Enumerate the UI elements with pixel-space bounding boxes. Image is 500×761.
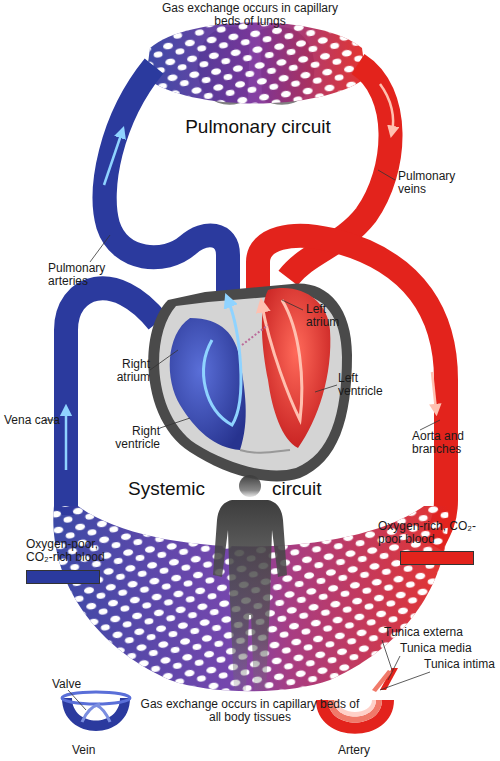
- flow-arrow: [104, 132, 122, 185]
- part-label: Artery: [338, 744, 398, 757]
- part-label: Systemic: [128, 478, 228, 500]
- part-label: Left atrium: [306, 303, 356, 329]
- aorta: [258, 236, 446, 545]
- part-label: Tunica media: [400, 642, 490, 655]
- part-label: Gas exchange occurs in capillary beds of…: [140, 698, 360, 724]
- part-label: Tunica externa: [384, 626, 484, 639]
- part-label: Pulmonary veins: [398, 170, 468, 196]
- vein-section: [62, 690, 130, 731]
- flow-arrow: [432, 372, 436, 410]
- legend-text: Oxygen-rich, CO₂-poor blood: [378, 520, 498, 546]
- part-label: Tunica intima: [424, 658, 500, 671]
- leader-lines: [44, 170, 440, 430]
- part-label: Vein: [72, 744, 122, 757]
- human-silhouette: [213, 475, 287, 690]
- flow-arrow: [65, 410, 68, 470]
- part-label: Left ventricle: [338, 372, 398, 398]
- part-label: Right atrium: [100, 358, 150, 384]
- vessels: [66, 64, 446, 545]
- legend-text: Oxygen-poor, CO₂-rich blood: [26, 538, 126, 564]
- part-label: circuit: [272, 478, 372, 500]
- part-label: Gas exchange occurs in capillary beds of…: [150, 2, 350, 28]
- legend-swatch: [26, 570, 100, 584]
- part-label: Right ventricle: [104, 425, 160, 451]
- part-label: Pulmonary circuit: [168, 116, 348, 138]
- part-label: Pulmonary arteries: [48, 262, 118, 288]
- part-label: Vena cava: [4, 414, 64, 427]
- flow-arrow: [380, 84, 393, 132]
- part-label: Valve: [52, 678, 102, 691]
- part-label: Aorta and branches: [412, 430, 482, 456]
- legend-swatch: [400, 551, 474, 565]
